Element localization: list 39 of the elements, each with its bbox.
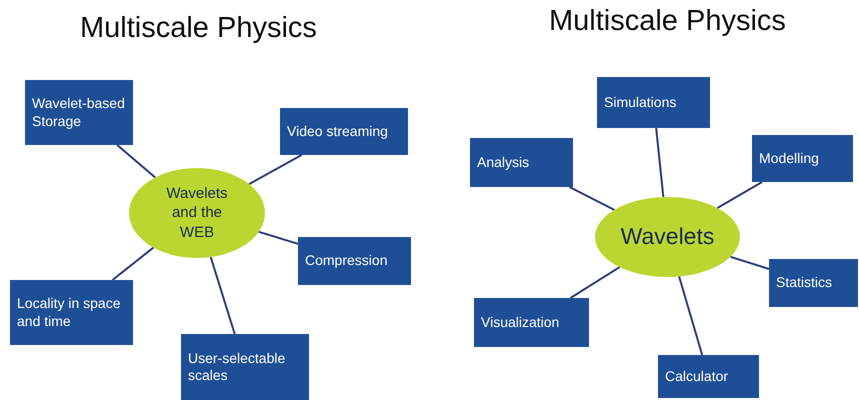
connector-line [116,144,156,178]
connector-line [248,154,302,185]
connector-line [570,266,620,299]
topic-box [658,355,759,398]
topic-ellipse [595,197,740,277]
topic-box [597,77,710,128]
connector-line [112,246,154,281]
node-label: Simulations [604,94,676,112]
node-label: User-selectable scales [188,350,286,384]
node-label: Calculator [665,368,728,386]
topic-box [470,138,573,187]
topic-ellipse [129,168,265,258]
node-label: Locality in space and time [17,295,122,330]
connector-line [258,230,298,245]
node-label: Wavelets [620,222,716,252]
node-label: Video streaming [287,122,388,140]
node-label: Visualization [481,314,560,332]
panel-heading: Multiscale Physics [80,12,317,45]
node-label: Compression [305,252,388,270]
connector-line [716,181,763,209]
connector-line [210,256,236,334]
connector-line [655,128,664,198]
panel-heading: Multiscale Physics [549,5,786,38]
node-label: Analysis [477,154,530,172]
node-label: Wavelet-based Storage [32,95,126,130]
topic-box [298,237,411,285]
topic-box [752,135,853,182]
topic-box [10,280,133,345]
node-label: Wavelets and the WEB [165,184,229,242]
node-label: Modelling [759,150,819,168]
connector-line [730,256,770,270]
topic-box [25,80,133,145]
topic-box [769,259,858,307]
topic-box [474,298,589,347]
connector-line [678,276,704,356]
topic-box [280,108,408,155]
node-label: Statistics [776,274,832,292]
topic-box [181,334,309,400]
connector-line [569,186,615,211]
